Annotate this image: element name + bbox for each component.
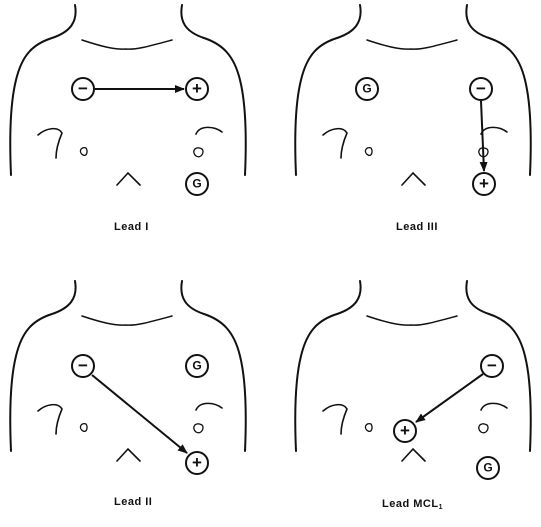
electrode-negative-symbol: − <box>78 79 88 98</box>
electrode-positive-symbol: + <box>479 174 489 193</box>
electrode-positive: + <box>473 173 495 195</box>
electrode-negative: − <box>481 355 503 377</box>
electrode-ground-symbol: G <box>483 461 492 475</box>
electrode-ground: G <box>356 78 378 100</box>
panel-lead-iii: − + G <box>295 5 531 195</box>
electrode-negative: − <box>470 78 492 100</box>
lead-mcl-text: Lead MCL <box>382 498 439 510</box>
panel-label-lead-i: Lead I <box>114 221 149 233</box>
electrode-negative: − <box>72 78 94 100</box>
torso-outline <box>10 281 246 461</box>
electrode-ground: G <box>477 457 499 479</box>
electrode-positive-symbol: + <box>400 421 410 440</box>
panel-lead-mcl1: − + G <box>295 281 531 479</box>
lead-vector-arrow <box>416 374 483 422</box>
electrode-negative: − <box>72 355 94 377</box>
torso-outline <box>295 5 531 185</box>
torso-outline <box>10 5 246 185</box>
electrode-negative-symbol: − <box>78 356 88 375</box>
electrode-ground: G <box>186 355 208 377</box>
panel-lead-ii: − + G <box>10 281 246 474</box>
electrode-positive-symbol: + <box>192 79 202 98</box>
electrode-positive: + <box>394 420 416 442</box>
panel-label-lead-mcl1: Lead MCL1 <box>382 498 442 510</box>
electrode-positive: + <box>186 78 208 100</box>
electrode-ground-symbol: G <box>192 359 201 373</box>
electrode-positive: + <box>186 452 208 474</box>
electrode-ground-symbol: G <box>192 177 201 191</box>
panel-label-lead-iii: Lead III <box>396 221 438 233</box>
lead-vector-arrow <box>92 375 187 453</box>
lead-vector-arrow <box>481 101 484 171</box>
electrode-ground-symbol: G <box>362 82 371 96</box>
electrode-positive-symbol: + <box>192 453 202 472</box>
electrode-negative-symbol: − <box>487 356 497 375</box>
electrode-negative-symbol: − <box>476 79 486 98</box>
panel-lead-i: − + G <box>10 5 246 195</box>
panel-label-lead-ii: Lead II <box>114 496 152 508</box>
electrode-ground: G <box>186 173 208 195</box>
lead-mcl-subscript: 1 <box>439 504 443 511</box>
